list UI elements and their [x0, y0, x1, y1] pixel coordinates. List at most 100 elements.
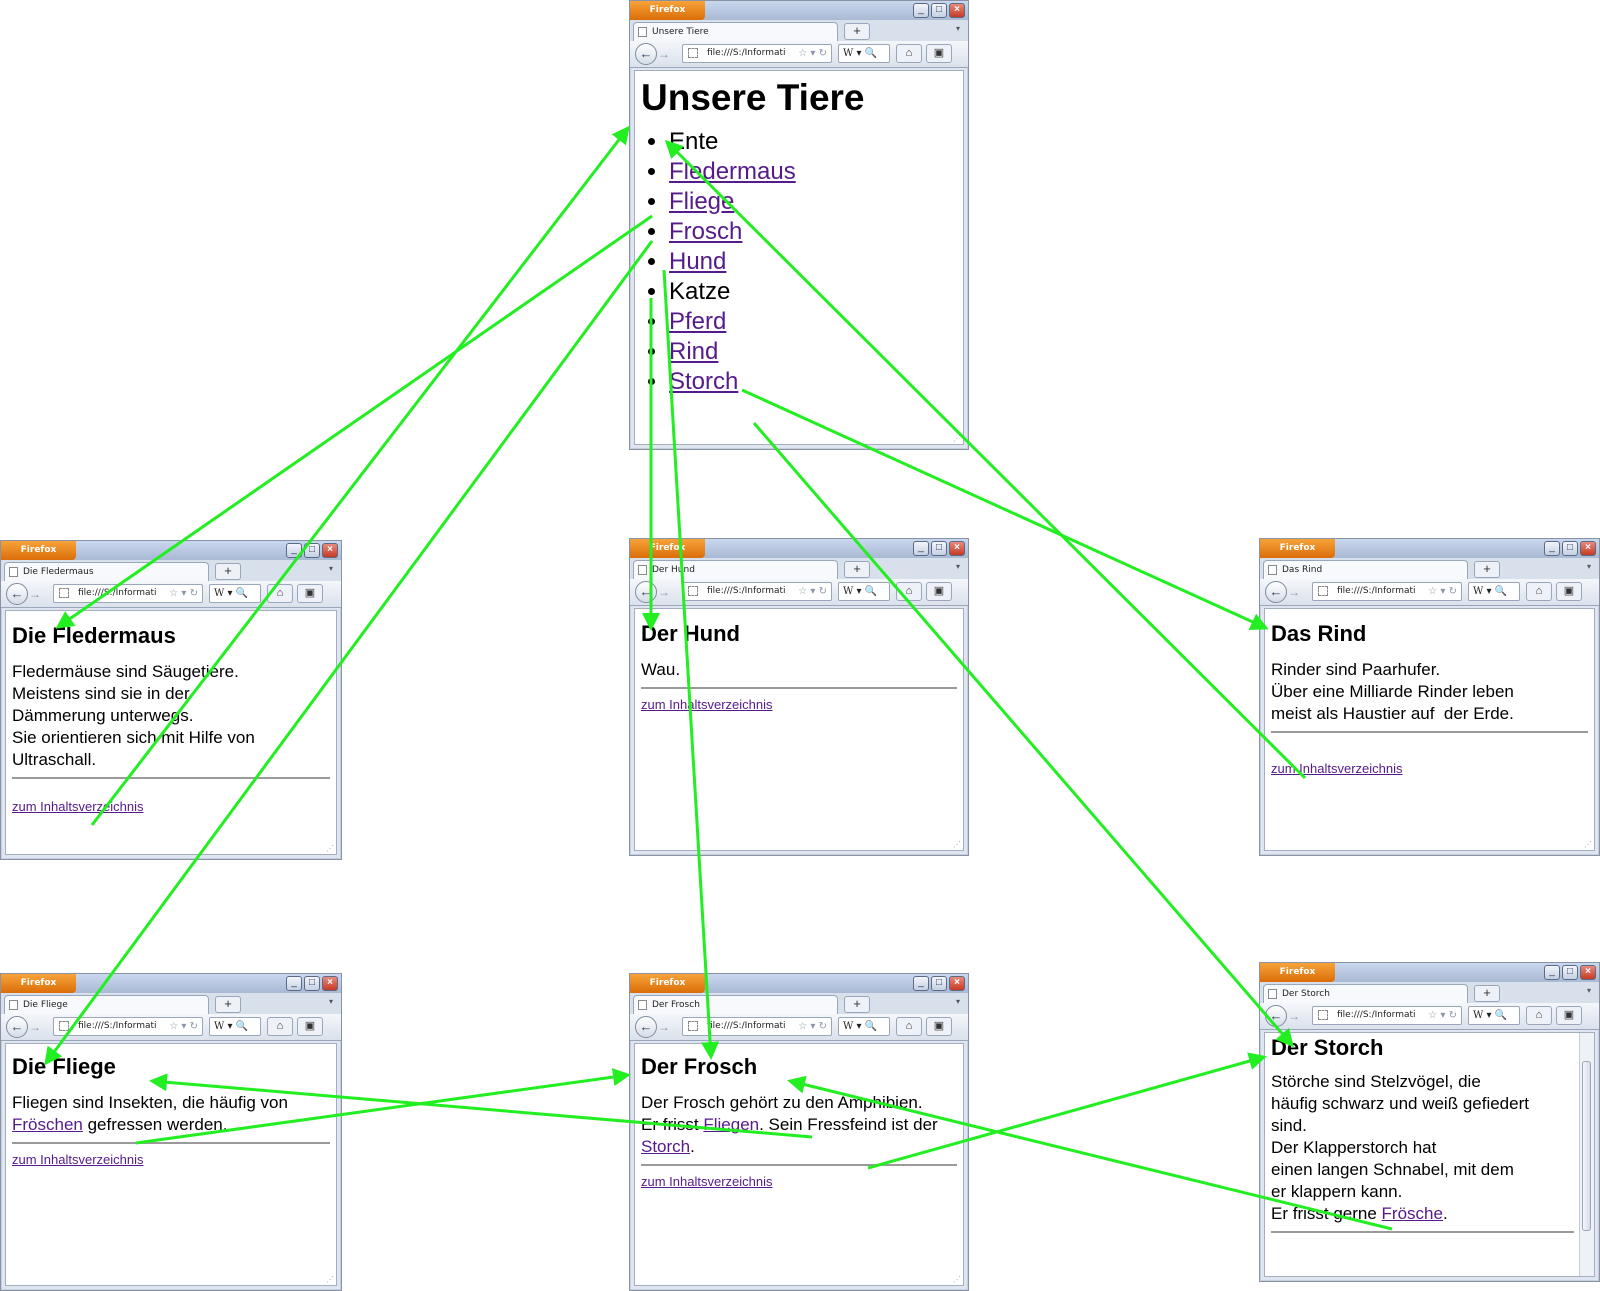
bookmark-star-icon[interactable]: ☆ ▾ ↻: [798, 1021, 827, 1032]
firefox-menu-button[interactable]: Firefox: [1260, 963, 1335, 982]
forward-icon[interactable]: →: [658, 47, 670, 61]
link-froeschen[interactable]: Fröschen: [12, 1115, 83, 1134]
tab-frosch[interactable]: Der Frosch: [633, 995, 838, 1014]
maximize-icon[interactable]: □: [931, 976, 947, 991]
back-to-index-link[interactable]: zum Inhaltsverzeichnis: [12, 799, 144, 814]
tab-fliege[interactable]: Die Fliege: [4, 995, 209, 1014]
link-storch[interactable]: Storch: [669, 368, 739, 395]
close-icon[interactable]: ×: [949, 976, 965, 991]
minimize-icon[interactable]: _: [913, 976, 929, 991]
bookmark-star-icon[interactable]: ☆ ▾ ↻: [1428, 586, 1457, 597]
tab-list-icon[interactable]: ▾: [1586, 562, 1591, 571]
firefox-menu-button[interactable]: Firefox: [630, 1, 705, 20]
home-icon[interactable]: ⌂: [267, 1017, 293, 1036]
bookmark-star-icon[interactable]: ☆ ▾ ↻: [798, 48, 827, 59]
link-rind[interactable]: Rind: [669, 338, 719, 365]
resize-grip-icon[interactable]: ⋰: [953, 434, 961, 443]
link-froesche[interactable]: Frösche: [1381, 1204, 1443, 1223]
link-fliege[interactable]: Fliege: [669, 188, 735, 215]
minimize-icon[interactable]: _: [286, 976, 302, 991]
resize-grip-icon[interactable]: ⋰: [1584, 840, 1592, 849]
tab-storch[interactable]: Der Storch: [1263, 984, 1468, 1003]
firefox-menu-button[interactable]: Firefox: [630, 974, 705, 993]
tab-unsere-tiere[interactable]: Unsere Tiere: [633, 22, 838, 41]
back-icon[interactable]: ←: [635, 43, 657, 65]
link-frosch[interactable]: Frosch: [669, 218, 743, 245]
close-icon[interactable]: ×: [949, 3, 965, 18]
bookmark-star-icon[interactable]: ☆ ▾ ↻: [798, 586, 827, 597]
search-box[interactable]: W ▾ 🔍: [1468, 582, 1520, 601]
home-icon[interactable]: ⌂: [896, 1017, 922, 1036]
back-to-index-link[interactable]: zum Inhaltsverzeichnis: [641, 697, 773, 712]
url-bar[interactable]: file:///S:/Informati☆ ▾ ↻: [1312, 1006, 1462, 1025]
firefox-menu-button[interactable]: Firefox: [1, 541, 76, 560]
bookmarks-icon[interactable]: ▣: [297, 584, 323, 603]
back-to-index-link[interactable]: zum Inhaltsverzeichnis: [12, 1152, 144, 1167]
vertical-scrollbar[interactable]: [1579, 1033, 1594, 1276]
tab-list-icon[interactable]: ▾: [1586, 986, 1591, 995]
back-to-index-link[interactable]: zum Inhaltsverzeichnis: [641, 1174, 773, 1189]
resize-grip-icon[interactable]: ⋰: [953, 1275, 961, 1284]
link-pferd[interactable]: Pferd: [669, 308, 727, 335]
close-icon[interactable]: ×: [1580, 965, 1596, 980]
resize-grip-icon[interactable]: ⋰: [953, 840, 961, 849]
back-icon[interactable]: ←: [1265, 1005, 1287, 1027]
tab-rind[interactable]: Das Rind: [1263, 560, 1468, 579]
new-tab-button[interactable]: +: [844, 23, 870, 40]
close-icon[interactable]: ×: [949, 541, 965, 556]
maximize-icon[interactable]: □: [1562, 541, 1578, 556]
home-icon[interactable]: ⌂: [896, 582, 922, 601]
back-icon[interactable]: ←: [635, 581, 657, 603]
back-to-index-link[interactable]: zum Inhaltsverzeichnis: [1271, 761, 1403, 776]
link-hund[interactable]: Hund: [669, 248, 727, 275]
bookmark-star-icon[interactable]: ☆ ▾ ↻: [169, 1021, 198, 1032]
scrollbar-thumb[interactable]: [1582, 1061, 1591, 1231]
firefox-menu-button[interactable]: Firefox: [630, 539, 705, 558]
bookmarks-icon[interactable]: ▣: [926, 582, 952, 601]
back-icon[interactable]: ←: [635, 1016, 657, 1038]
tab-list-icon[interactable]: ▾: [955, 562, 960, 571]
firefox-menu-button[interactable]: Firefox: [1260, 539, 1335, 558]
new-tab-button[interactable]: +: [844, 561, 870, 578]
tab-fledermaus[interactable]: Die Fledermaus: [4, 562, 209, 581]
forward-icon[interactable]: →: [29, 1020, 41, 1034]
bookmarks-icon[interactable]: ▣: [297, 1017, 323, 1036]
url-bar[interactable]: file:///S:/Informati☆ ▾ ↻: [53, 1017, 203, 1036]
minimize-icon[interactable]: _: [286, 543, 302, 558]
bookmarks-icon[interactable]: ▣: [1556, 582, 1582, 601]
close-icon[interactable]: ×: [322, 543, 338, 558]
search-box[interactable]: W ▾ 🔍: [209, 584, 261, 603]
search-box[interactable]: W ▾ 🔍: [209, 1017, 261, 1036]
minimize-icon[interactable]: _: [913, 3, 929, 18]
home-icon[interactable]: ⌂: [1526, 582, 1552, 601]
url-bar[interactable]: file:///S:/Informati☆ ▾ ↻: [1312, 582, 1462, 601]
bookmarks-icon[interactable]: ▣: [1556, 1006, 1582, 1025]
link-storch[interactable]: Storch: [641, 1137, 691, 1156]
close-icon[interactable]: ×: [322, 976, 338, 991]
tab-list-icon[interactable]: ▾: [328, 997, 333, 1006]
maximize-icon[interactable]: □: [931, 3, 947, 18]
maximize-icon[interactable]: □: [304, 976, 320, 991]
minimize-icon[interactable]: _: [1544, 965, 1560, 980]
forward-icon[interactable]: →: [658, 1020, 670, 1034]
forward-icon[interactable]: →: [1288, 585, 1300, 599]
back-icon[interactable]: ←: [6, 1016, 28, 1038]
url-bar[interactable]: file:///S:/Informati☆ ▾ ↻: [682, 582, 832, 601]
bookmark-star-icon[interactable]: ☆ ▾ ↻: [1428, 1010, 1457, 1021]
forward-icon[interactable]: →: [1288, 1009, 1300, 1023]
back-icon[interactable]: ←: [1265, 581, 1287, 603]
search-box[interactable]: W ▾ 🔍: [838, 582, 890, 601]
bookmarks-icon[interactable]: ▣: [926, 1017, 952, 1036]
forward-icon[interactable]: →: [658, 585, 670, 599]
firefox-menu-button[interactable]: Firefox: [1, 974, 76, 993]
close-icon[interactable]: ×: [1580, 541, 1596, 556]
new-tab-button[interactable]: +: [215, 996, 241, 1013]
maximize-icon[interactable]: □: [931, 541, 947, 556]
url-bar[interactable]: file:///S:/Informati☆ ▾ ↻: [53, 584, 203, 603]
home-icon[interactable]: ⌂: [1526, 1006, 1552, 1025]
link-fliegen[interactable]: Fliegen: [703, 1115, 760, 1134]
bookmarks-icon[interactable]: ▣: [926, 44, 952, 63]
home-icon[interactable]: ⌂: [896, 44, 922, 63]
search-box[interactable]: W ▾ 🔍: [838, 44, 890, 63]
new-tab-button[interactable]: +: [844, 996, 870, 1013]
